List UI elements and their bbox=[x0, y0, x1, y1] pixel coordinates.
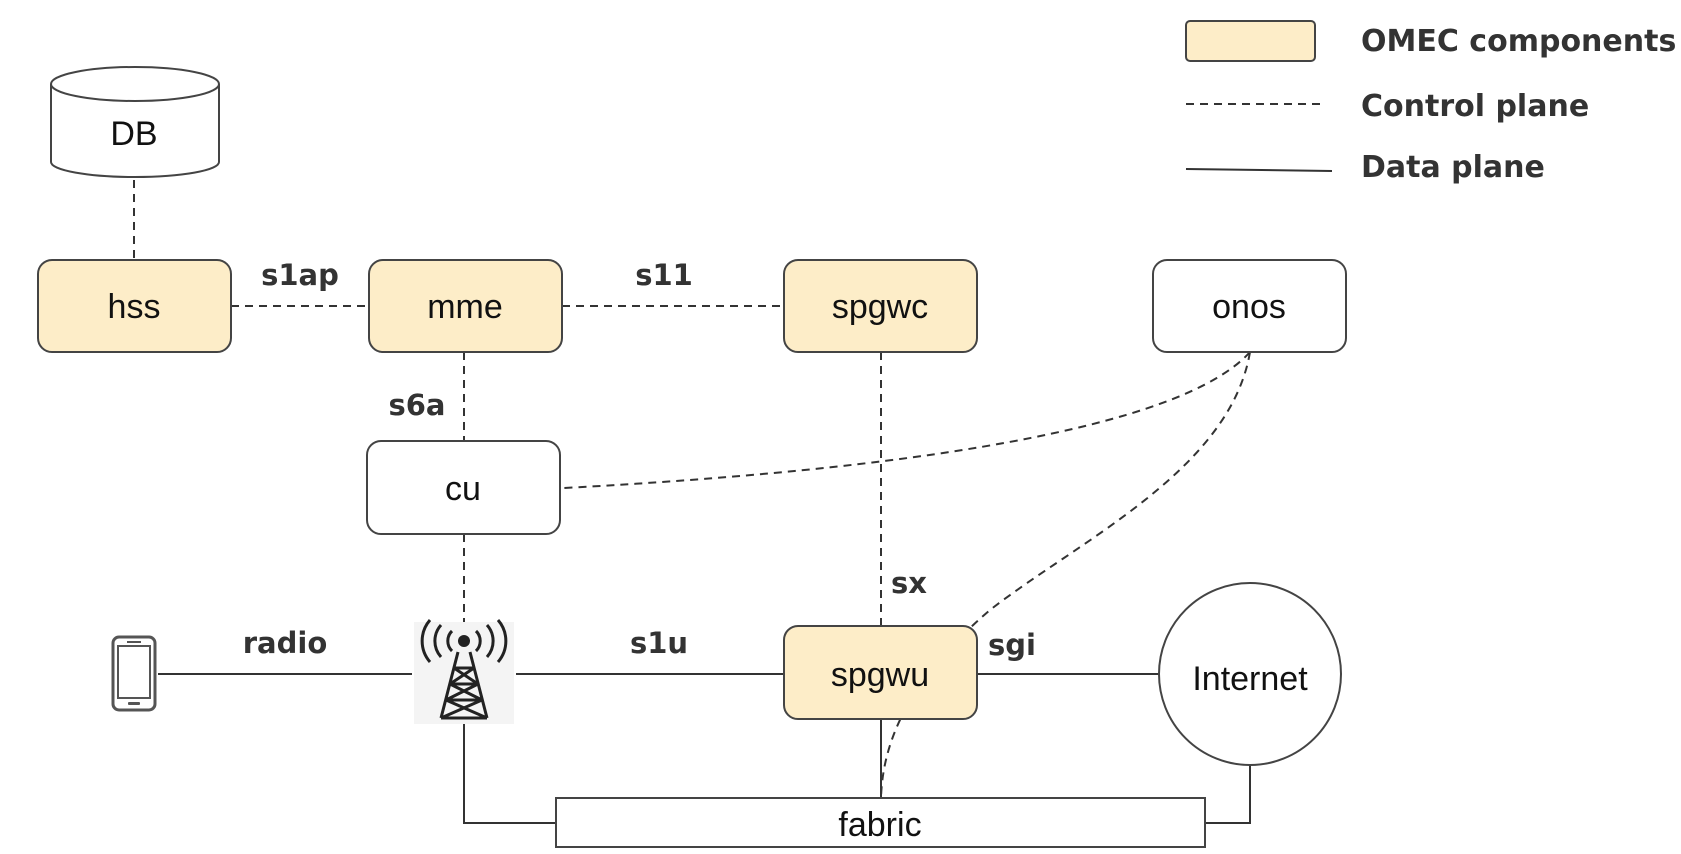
db-label: DB bbox=[110, 115, 157, 153]
tower-wave-right-inner bbox=[474, 629, 482, 653]
mme-node: mme bbox=[368, 259, 563, 353]
legend-data-sample bbox=[1185, 168, 1333, 172]
tower-wave-left-far bbox=[420, 619, 432, 663]
spgwu-node: spgwu bbox=[783, 625, 978, 720]
edge-label-sgi: sgi bbox=[988, 628, 1036, 662]
mme-box bbox=[368, 259, 563, 353]
edge-label-radio: radio bbox=[243, 626, 328, 660]
spgwu-label: spgwu bbox=[831, 656, 929, 694]
spgwc-node: spgwc bbox=[783, 259, 978, 353]
internet-label: Internet bbox=[1192, 660, 1308, 698]
tower-wave-right-outer bbox=[485, 624, 495, 658]
internet-fabric-link bbox=[1205, 765, 1251, 824]
phone-speaker bbox=[127, 641, 141, 643]
spgwu-box bbox=[783, 625, 978, 720]
control-plane-links bbox=[133, 180, 1251, 799]
edge-label-s1ap: s1ap bbox=[261, 258, 339, 292]
legend-omec-swatch bbox=[1185, 20, 1316, 62]
cu-label: cu bbox=[445, 470, 481, 508]
hss-label: hss bbox=[108, 288, 161, 326]
tower-wave-right-far bbox=[496, 619, 508, 663]
onos-cu-link bbox=[563, 351, 1251, 489]
onos-fabric-link bbox=[880, 351, 1251, 799]
db-cylinder-body bbox=[50, 84, 220, 178]
data-plane-links bbox=[158, 168, 1333, 824]
edge-label-s6a: s6a bbox=[388, 388, 445, 422]
internet-node: Internet bbox=[1158, 582, 1342, 766]
phone-screen bbox=[117, 645, 151, 699]
edge-label-sx: sx bbox=[891, 566, 927, 600]
fabric-label: fabric bbox=[838, 806, 921, 844]
fabric-box bbox=[555, 797, 1206, 848]
tower-wave-left-outer bbox=[433, 624, 443, 658]
cell-tower-icon bbox=[414, 619, 514, 724]
edge-label-s11: s11 bbox=[635, 258, 693, 292]
internet-circle bbox=[1158, 582, 1342, 766]
hss-box bbox=[37, 259, 232, 353]
edge-labels: s1ap s11 s6a sx radio s1u sgi bbox=[243, 258, 1036, 662]
onos-node: onos bbox=[1152, 259, 1347, 353]
onos-box bbox=[1152, 259, 1347, 353]
legend-control-label: Control plane bbox=[1361, 89, 1589, 124]
mme-label: mme bbox=[427, 288, 503, 326]
spgwc-label: spgwc bbox=[832, 288, 928, 326]
cu-node: cu bbox=[366, 440, 561, 535]
tower-fabric-link bbox=[463, 724, 556, 824]
cu-box bbox=[366, 440, 561, 535]
edge-label-s1u: s1u bbox=[630, 626, 688, 660]
legend-data-label: Data plane bbox=[1361, 150, 1545, 185]
legend: OMEC components Control plane Data plane bbox=[1185, 20, 1676, 185]
db-node: DB bbox=[50, 66, 220, 178]
spgwc-box bbox=[783, 259, 978, 353]
tower-frame bbox=[439, 651, 489, 720]
legend-omec-label: OMEC components bbox=[1361, 24, 1676, 59]
phone-home bbox=[128, 702, 140, 705]
tower-antenna-dot bbox=[458, 635, 470, 647]
fabric-node: fabric bbox=[555, 797, 1206, 848]
hss-node: hss bbox=[37, 259, 232, 353]
db-cylinder-top bbox=[50, 66, 220, 102]
tower-wave-left-inner bbox=[446, 629, 454, 653]
onos-label: onos bbox=[1212, 288, 1286, 326]
mobile-phone-icon bbox=[111, 635, 157, 712]
